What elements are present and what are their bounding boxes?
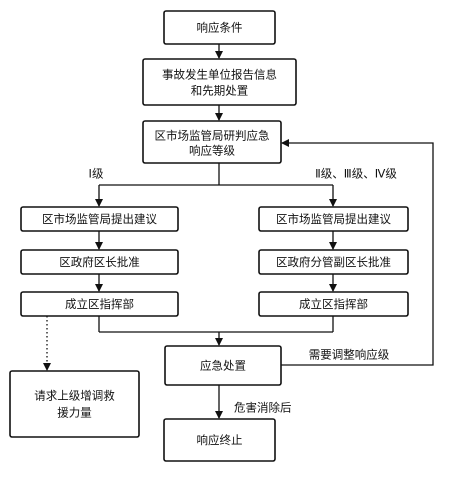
edge-response-feedback-loop [281, 139, 434, 366]
label-adjust-level: 需要调整响应级 [309, 348, 390, 362]
node-right-approve: 区政府分管副区长批准 [258, 249, 409, 275]
label-hazard-cleared: 危害消除后 [234, 401, 292, 415]
node-response-text: 应急处置 [200, 359, 246, 373]
node-right-command-text: 成立区指挥部 [299, 297, 368, 311]
node-judge-text-line2: 响应等级 [189, 144, 235, 158]
label-level-one: Ⅰ级 [89, 167, 104, 181]
node-report: 事故发生单位报告信息 和先期处置 [142, 58, 297, 106]
node-judge-text-line1: 区市场监管局研判应急 [155, 129, 270, 143]
node-request-support: 请求上级增调救 援力量 [9, 370, 140, 438]
node-request-support-text-line1: 请求上级增调救 [34, 389, 115, 403]
node-left-suggest-text: 区市场监管局提出建议 [42, 212, 157, 226]
node-judge: 区市场监管局研判应急 响应等级 [142, 120, 282, 164]
node-end-text: 响应终止 [197, 433, 243, 447]
node-end: 响应终止 [163, 418, 276, 462]
node-start-text: 响应条件 [197, 21, 243, 35]
label-level-other: Ⅱ级、Ⅲ级、Ⅳ级 [315, 167, 397, 181]
node-report-text-line1: 事故发生单位报告信息 [162, 68, 277, 82]
node-right-suggest: 区市场监管局提出建议 [258, 206, 409, 232]
node-start: 响应条件 [163, 10, 276, 45]
node-left-approve: 区政府区长批准 [20, 249, 179, 275]
node-right-command: 成立区指挥部 [258, 291, 409, 317]
node-request-support-text-line2: 援力量 [57, 406, 92, 420]
node-right-suggest-text: 区市场监管局提出建议 [276, 212, 391, 226]
node-left-command: 成立区指挥部 [20, 291, 179, 317]
edge-labels: Ⅰ级 Ⅱ级、Ⅲ级、Ⅳ级 需要调整响应级 危害消除后 [89, 167, 398, 415]
node-report-text-line2: 和先期处置 [191, 84, 249, 98]
edges [43, 44, 434, 419]
node-right-approve-text: 区政府分管副区长批准 [276, 255, 391, 269]
node-left-approve-text: 区政府区长批准 [59, 255, 140, 269]
node-left-command-text: 成立区指挥部 [65, 297, 134, 311]
node-response: 应急处置 [164, 345, 282, 386]
node-left-suggest: 区市场监管局提出建议 [20, 206, 179, 232]
